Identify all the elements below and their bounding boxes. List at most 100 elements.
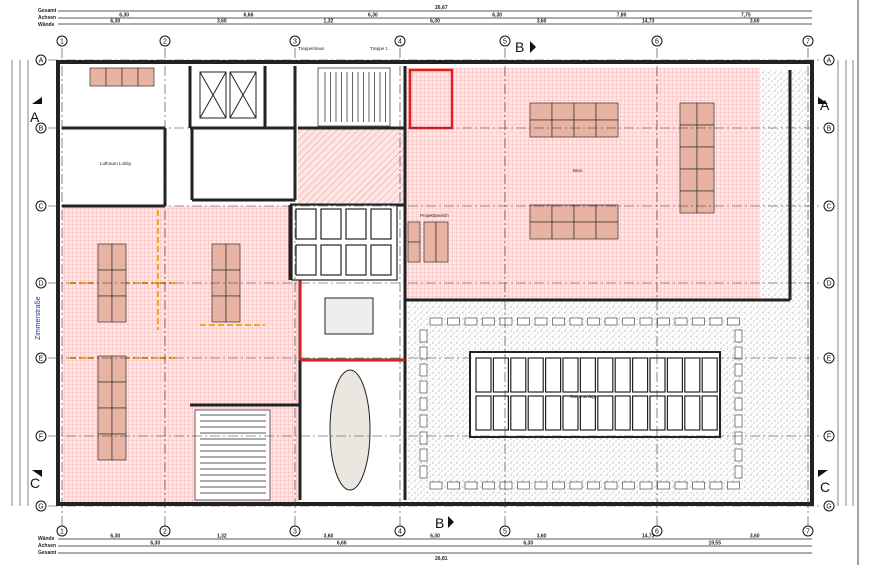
paver [709,317,723,326]
glass-pane [562,357,579,393]
paver [622,481,635,490]
axis-label-E: E [827,356,832,363]
paver [604,481,618,490]
dim-axis: 6,30 [119,13,129,19]
desk [225,243,241,271]
glass-pane [544,395,562,431]
desk [679,102,698,126]
paver [657,317,670,326]
dim-label-total: Gesamt [38,8,57,14]
desk [423,221,437,263]
glass-pane [614,357,631,393]
wc-block [291,204,398,281]
glass-pane [597,395,614,431]
paver [552,481,565,490]
stair-1 [194,409,271,501]
paver [447,317,460,326]
axis-bubble-5 [499,525,511,537]
section-marker-b-bottom: B [435,515,444,531]
glass-pane [666,395,684,431]
dim-wall: 1,32 [324,19,334,25]
paver [419,414,428,428]
axis-label-4: 4 [398,529,402,536]
desk [407,221,421,243]
paver [622,317,635,326]
dimension-sides [11,60,854,506]
paver [419,346,428,360]
dim-wall: 3,60 [750,534,760,540]
desk [529,102,553,121]
paver [517,481,530,490]
desk [551,204,575,223]
dim-total: 26,67 [435,5,448,11]
wc-cubicle [320,244,342,276]
desk [595,204,619,223]
desk [529,221,553,240]
paver [734,329,743,343]
paver [419,465,428,479]
glass-pane [701,357,718,393]
wc-cubicle [370,244,392,276]
desk [696,102,715,126]
axis-bubble-B [35,122,47,134]
wc-cubicle [345,208,367,240]
desk [529,119,553,138]
garden-strip [760,70,810,502]
desk [225,295,241,323]
paver [499,481,513,490]
axis-label-A: A [39,58,44,65]
axis-label-A: A [827,58,832,65]
escape-route [70,210,265,359]
glass-pane [631,395,649,431]
desk [679,146,698,170]
axis-bubble-C [35,200,47,212]
dim-wall: 3,60 [324,534,334,540]
desk [97,407,113,435]
axis-bubble-F [823,430,835,442]
svg-text:Achsen: Achsen [38,543,56,549]
axis-bubble-6 [651,35,663,47]
glass-pane [649,357,666,393]
section-marker-a-left: A [30,109,40,125]
desk [573,102,597,121]
dim-axis: 7,75 [741,13,751,19]
paver [447,481,460,490]
axis-label-4: 4 [398,39,402,46]
paver [692,317,705,326]
glass-pane [631,357,649,393]
paver [692,481,705,490]
glass-pane [684,395,701,431]
room-label-garden: Gartenanlage [570,394,598,399]
stair-main [317,67,391,127]
desk [111,295,127,323]
paver [734,414,743,428]
paver [734,363,743,377]
desk [211,295,227,323]
dim-wall: 6,30 [430,534,440,540]
paver [734,346,743,360]
axis-label-D: D [38,281,43,288]
desk [529,204,553,223]
desk [97,295,113,323]
desk [111,355,127,383]
desk [573,221,597,240]
room-label-project: Projektbereich [420,213,449,218]
axis-label-D: D [826,281,831,288]
desk [696,168,715,192]
street-label: Zimmerstraße [35,296,42,340]
glass-pane [579,395,597,431]
paver [552,317,565,326]
axis-label-5: 5 [503,39,507,46]
paver [674,481,688,490]
desk [679,168,698,192]
dim-label-axes: Achsen [38,15,56,21]
axis-label-F: F [827,434,831,441]
section-marker-b-top: B [515,39,524,55]
room-label-stair-1: Treppe 1 [370,46,388,51]
axis-bubble-1 [56,525,68,537]
conference-table-oval [329,369,371,491]
glass-pane [701,395,718,431]
axis-bubble-1 [56,35,68,47]
paver [734,431,743,445]
